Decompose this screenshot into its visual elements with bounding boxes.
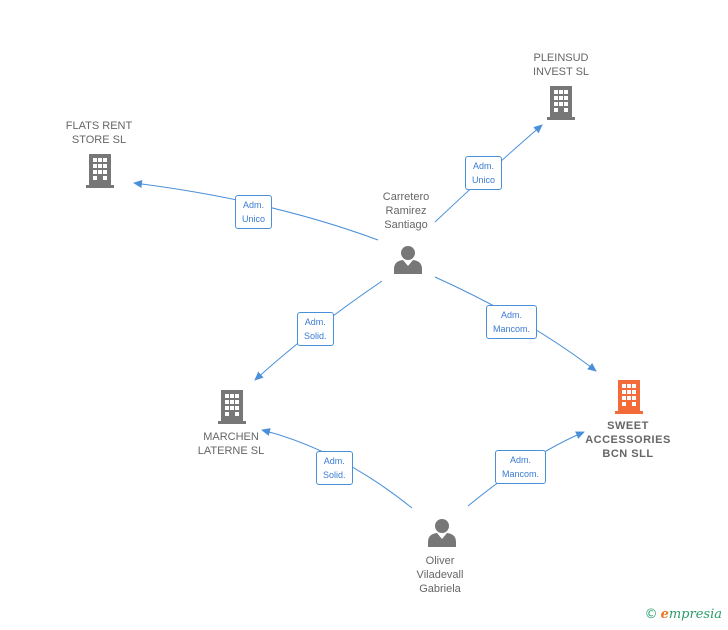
- edge-label-carretero-flats: Adm.Unico: [235, 195, 273, 229]
- label-line: Santiago: [384, 219, 428, 231]
- label-line: STORE SL: [71, 134, 127, 146]
- node-label-marchen[interactable]: MARCHEN LATERNE SL: [198, 430, 264, 458]
- label-line: Oliver: [425, 555, 455, 567]
- label-line: Ramirez: [385, 205, 427, 217]
- label-line: BCN SLL: [602, 448, 654, 460]
- label-line: Carretero: [382, 191, 430, 203]
- brand-logo: ©empresia: [645, 607, 722, 622]
- building-icon-highlighted[interactable]: [614, 378, 644, 414]
- edge-label-carretero-marchen: Adm.Solid.: [297, 312, 334, 346]
- label-line: INVEST SL: [532, 66, 590, 78]
- label-line: LATERNE SL: [197, 445, 265, 457]
- label-line: FLATS RENT: [65, 120, 133, 132]
- person-icon[interactable]: [427, 518, 457, 548]
- building-icon[interactable]: [217, 388, 247, 424]
- edge-label-oliver-marchen: Adm.Solid.: [316, 451, 353, 485]
- label-line: PLEINSUD: [533, 52, 589, 64]
- label-line: Viladevall: [416, 569, 464, 581]
- node-label-pleinsud[interactable]: PLEINSUD INVEST SL: [533, 51, 589, 79]
- edge-label-carretero-pleinsud: Adm.Unico: [465, 156, 503, 190]
- edge-label-oliver-sweet: Adm.Mancom.: [495, 450, 547, 484]
- label-line: ACCESSORIES: [585, 434, 671, 446]
- label-line: MARCHEN: [203, 431, 259, 443]
- node-label-carretero[interactable]: Carretero Ramirez Santiago: [383, 190, 429, 232]
- node-label-oliver[interactable]: Oliver Viladevall Gabriela: [417, 554, 464, 596]
- building-icon[interactable]: [546, 84, 576, 120]
- label-line: SWEET: [607, 420, 649, 432]
- building-icon[interactable]: [85, 152, 115, 188]
- node-label-flats[interactable]: FLATS RENT STORE SL: [66, 119, 132, 147]
- edge-label-carretero-sweet: Adm.Mancom.: [486, 305, 538, 339]
- copyright-icon: ©: [644, 607, 658, 622]
- node-label-sweet[interactable]: SWEET ACCESSORIES BCN SLL: [585, 419, 671, 461]
- brand-name: mpresia: [668, 607, 722, 622]
- label-line: Gabriela: [419, 583, 461, 595]
- person-icon[interactable]: [393, 245, 423, 275]
- brand-initial: e: [660, 607, 669, 622]
